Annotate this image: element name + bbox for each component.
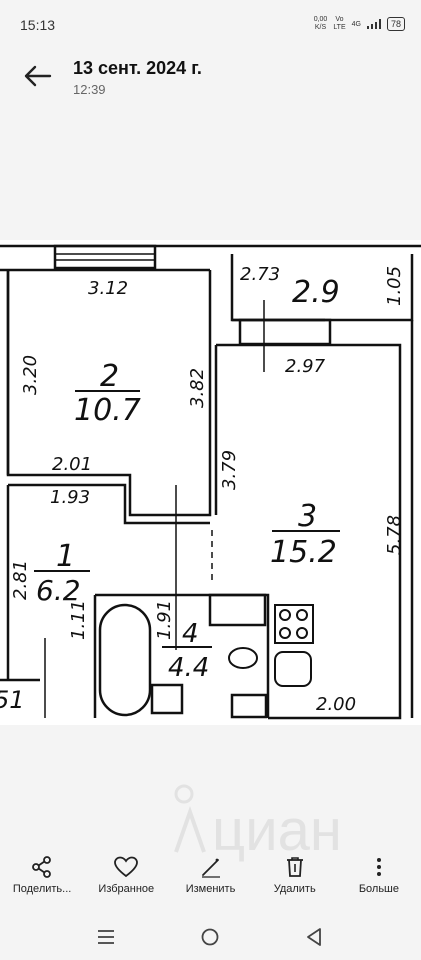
room1-right: 1.11 (68, 600, 89, 640)
heart-icon (114, 856, 139, 878)
action-bar: Поделить... Избранное Изменить Удалить Б… (0, 850, 421, 910)
share-label: Поделить... (12, 883, 72, 895)
more-label: Больше (358, 883, 399, 895)
room2-bottom: 2.01 (52, 454, 92, 475)
room2-left: 3.20 (20, 355, 41, 395)
room3-area: 15.2 (270, 535, 337, 570)
volte-indicator: Vo LTE (333, 16, 346, 31)
system-nav-bar (0, 915, 421, 960)
room3-number: 3 (298, 499, 317, 534)
page-subtitle: 12:39 (73, 82, 106, 97)
room1-edge: 51 (0, 686, 25, 714)
trash-icon (286, 857, 303, 877)
favorite-label: Избранное (98, 883, 155, 895)
room2-area: 10.7 (74, 393, 141, 428)
room4-left: 1.91 (154, 600, 175, 640)
room1-number: 1 (56, 539, 75, 574)
favorite-button[interactable]: Избранное (84, 850, 168, 910)
balcony-width: 2.73 (240, 264, 280, 285)
battery-icon: 78 (386, 17, 405, 31)
page-title: 13 сент. 2024 г. (73, 58, 202, 78)
more-button[interactable]: Больше (337, 850, 421, 910)
back-arrow-icon[interactable] (22, 64, 52, 88)
back-icon[interactable] (305, 927, 323, 947)
room4-area: 4.4 (168, 653, 209, 683)
room2-right: 3.82 (187, 368, 208, 408)
room3-right: 5.78 (384, 515, 405, 555)
room3-left: 3.79 (219, 450, 240, 490)
share-icon (32, 856, 51, 878)
delete-button[interactable]: Удалить (253, 850, 337, 910)
room4-number: 4 (182, 619, 199, 649)
delete-label: Удалить (273, 883, 316, 895)
room3-bottom: 2.00 (316, 694, 356, 715)
balcony-area: 2.9 (292, 275, 340, 310)
header: 13 сент. 2024 г. 12:39 (0, 50, 421, 110)
edit-icon (201, 858, 220, 878)
room1-top: 1.93 (50, 487, 90, 508)
cian-watermark: циан (174, 784, 342, 862)
edit-label: Изменить (185, 883, 236, 895)
status-time: 15:13 (20, 17, 56, 33)
room2-number: 2 (100, 359, 119, 394)
room1-left: 2.81 (10, 560, 31, 600)
net-speed: 0,00 K/S (313, 16, 328, 31)
room3-top: 2.97 (285, 356, 326, 377)
menu-icon[interactable] (96, 928, 116, 946)
home-icon[interactable] (200, 927, 220, 947)
more-icon (376, 858, 381, 876)
status-icons: 0,00 K/S Vo LTE 4G 78 (314, 16, 405, 32)
edit-button[interactable]: Изменить (168, 850, 252, 910)
watermark-text: циан (212, 798, 342, 862)
room2-top: 3.12 (88, 278, 128, 299)
floorplan-image[interactable]: 2.73 2.9 1.05 3.12 3.20 2 10.7 3.82 2.01… (0, 240, 421, 725)
share-button[interactable]: Поделить... (0, 850, 84, 910)
room1-area: 6.2 (36, 574, 81, 607)
status-bar: 15:13 0,00 K/S Vo LTE 4G 78 (0, 0, 421, 50)
network-type: 4G (351, 20, 361, 28)
signal-icon (366, 19, 381, 29)
balcony-depth: 1.05 (384, 266, 405, 306)
